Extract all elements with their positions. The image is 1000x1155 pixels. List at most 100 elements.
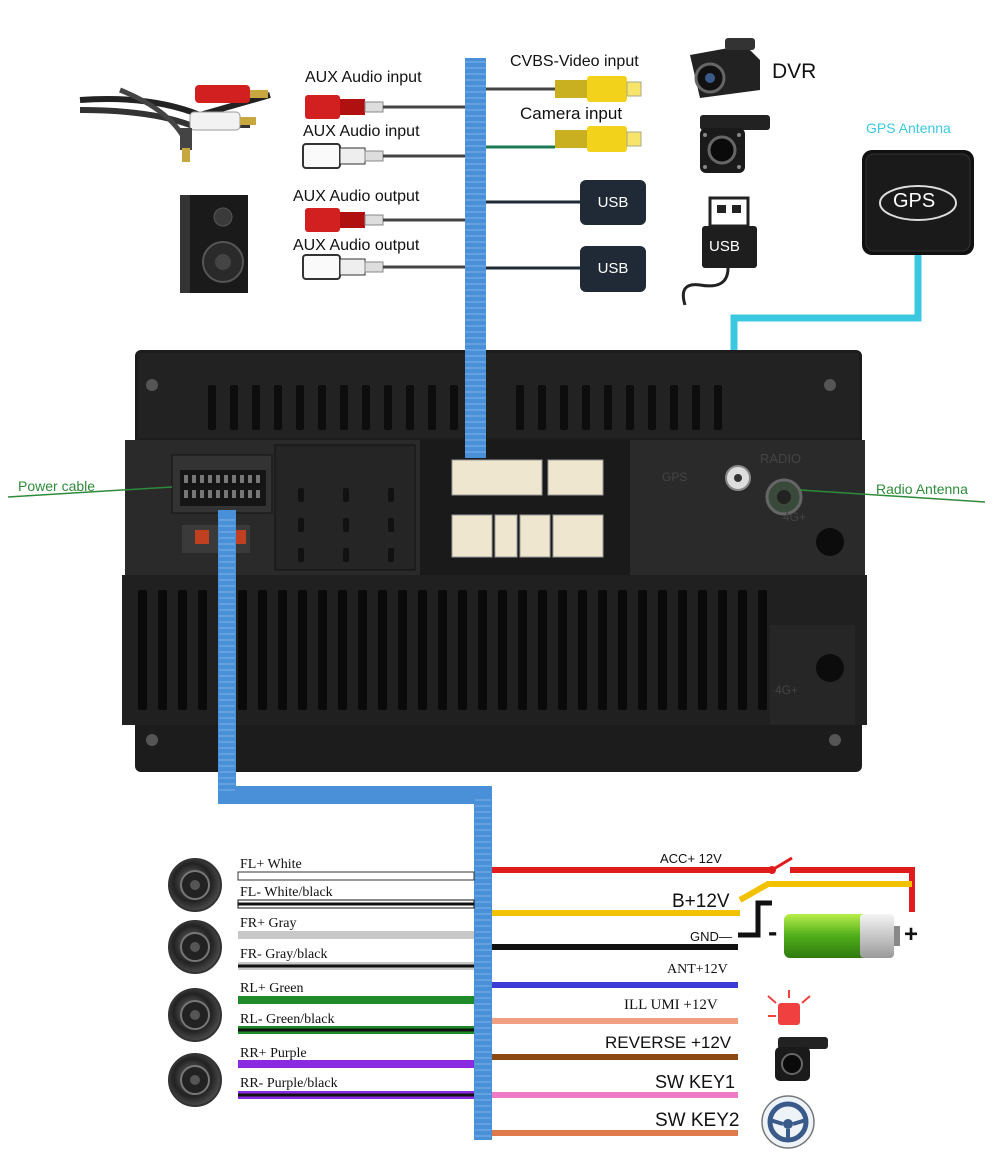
top-vents (208, 385, 722, 430)
vent-slot (338, 590, 347, 710)
connector-pin (224, 490, 228, 498)
vent-slot (558, 590, 567, 710)
vent-slot (538, 590, 547, 710)
rca-jack-red-2 (305, 208, 384, 232)
connector-pin (240, 490, 244, 498)
speaker-wire (238, 1060, 474, 1068)
acc-route (738, 867, 915, 912)
vent-slot (582, 385, 590, 430)
vent-slot (638, 590, 647, 710)
vent-slot (516, 385, 524, 430)
camera-input-label: Camera input (520, 104, 623, 123)
vent-slot (698, 590, 707, 710)
vent-slot (518, 590, 527, 710)
speaker-icons (168, 858, 222, 1107)
radio-antenna-label: Radio Antenna (876, 481, 968, 497)
rca-jack-yellow-cvbs (555, 76, 642, 102)
aux-output-label-2: AUX Audio output (293, 237, 420, 254)
speaker-dust-cap (190, 1075, 200, 1085)
rca-jack-red-1 (305, 95, 384, 119)
acc-switch-icon (768, 856, 793, 874)
wire-label-reverse: REVERSE +12V (605, 1033, 732, 1052)
4g-port-bottom (816, 654, 844, 682)
ill-light-icon (767, 990, 811, 1025)
power-cable-label: Power cable (18, 478, 96, 494)
reverse-camera-icon (775, 1037, 828, 1081)
connector-pin (224, 475, 228, 483)
vent-slot (406, 385, 414, 430)
gps-port-label: GPS (662, 470, 688, 484)
speaker-wire (238, 931, 474, 939)
dvr-label: DVR (772, 60, 817, 83)
usb-port-1: USB (580, 180, 646, 225)
vent-slot (598, 590, 607, 710)
speaker-label-fr-minus: FR- Gray/black (240, 947, 328, 962)
vent-slot (670, 385, 678, 430)
connector-pin (192, 475, 196, 483)
vent-slot (230, 385, 238, 430)
connector-pins (184, 475, 260, 498)
harness-ribs (219, 61, 491, 1137)
steering-wheel-icon (761, 1095, 815, 1149)
aux-output-label-1: AUX Audio output (293, 188, 420, 205)
speaker-cabinet-icon (180, 195, 248, 293)
speaker-dust-cap (190, 880, 200, 890)
vent-slot (718, 590, 727, 710)
gnd-route (738, 900, 772, 938)
connector-pin (240, 475, 244, 483)
vent-slot (208, 385, 216, 430)
dvr-camera-icon (690, 38, 760, 98)
radio-port (765, 478, 803, 516)
usb-stick-label: USB (709, 238, 740, 255)
vent-slot (578, 590, 587, 710)
vent-slot (498, 590, 507, 710)
speaker-label-fl-plus: FL+ White (240, 857, 302, 872)
connector-pin (216, 475, 220, 483)
gps-module-text: GPS (893, 190, 936, 212)
vent-slot (714, 385, 722, 430)
speaker-label-fr-plus: FR+ Gray (240, 916, 297, 931)
small-vent-slots (298, 488, 394, 562)
vent-slot (658, 590, 667, 710)
battery-minus-label: - (768, 916, 778, 947)
4g-port-top (816, 528, 844, 556)
speaker-dust-cap (190, 1010, 200, 1020)
speaker-wire (237, 871, 475, 881)
vent-slot (318, 385, 326, 430)
power-cable-callout (7, 486, 173, 498)
bplus-route (738, 881, 912, 903)
4g-port-top-label: 4G+ (783, 510, 807, 524)
aux-input-label-1: AUX Audio input (305, 69, 422, 86)
vent-slot (560, 385, 568, 430)
wire-label-ant: ANT+12V (667, 962, 728, 977)
vent-slot (738, 590, 747, 710)
vent-slot (538, 385, 546, 430)
vent-slot (318, 590, 327, 710)
vent-slot (340, 385, 348, 430)
vent-slot (458, 590, 467, 710)
rca-jack-white-1 (302, 143, 384, 169)
speaker-label-rr-plus: RR+ Purple (240, 1046, 307, 1061)
vent-slot (258, 590, 267, 710)
gps-antenna-label: GPS Antenna (866, 120, 951, 136)
vent-slot (274, 385, 282, 430)
vent-slot (618, 590, 627, 710)
vent-slot (378, 590, 387, 710)
vent-slot (296, 385, 304, 430)
connector-pin (256, 475, 260, 483)
usb-port-2: USB (580, 246, 646, 292)
aux-input-label-2: AUX Audio input (303, 123, 420, 140)
vent-slot (428, 385, 436, 430)
connector-pin (192, 490, 196, 498)
vent-slot (178, 590, 187, 710)
connector-pin (208, 475, 212, 483)
rca-jack-white-2 (302, 254, 384, 280)
speaker-label-rl-minus: RL- Green/black (240, 1012, 335, 1027)
wire-label-ill: ILL UMI +12V (624, 997, 718, 1013)
radio-antenna-callout (799, 489, 986, 503)
rca-cable-icon (79, 85, 271, 162)
power-wires (492, 867, 740, 1136)
speaker-wire (238, 996, 474, 1004)
rca-jack-yellow-camera (555, 126, 642, 152)
